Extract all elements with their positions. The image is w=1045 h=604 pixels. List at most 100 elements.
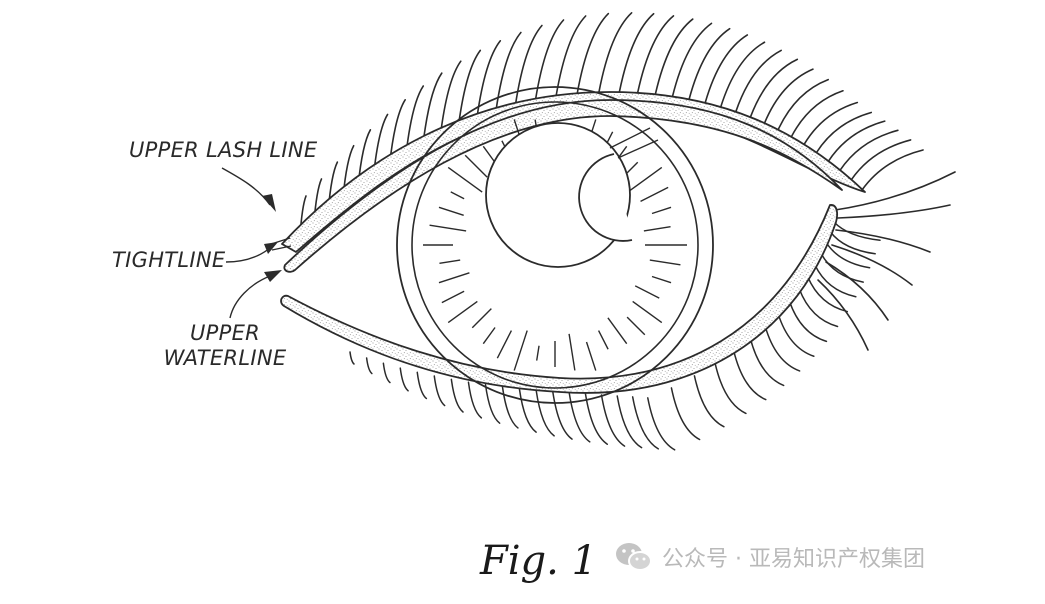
iris-ray	[450, 191, 465, 200]
lower-lash-strand	[616, 395, 643, 449]
upper-lash-strand	[555, 15, 587, 97]
figure-caption: Fig. 1	[480, 538, 598, 584]
iris-ray	[482, 145, 496, 163]
upper-lash-strand	[495, 31, 522, 112]
lower-lash-strand	[568, 392, 591, 443]
iris-ray	[626, 316, 646, 336]
lower-lash-strand	[733, 350, 767, 401]
iris-ray	[632, 300, 663, 324]
outer-corner-lashes	[817, 171, 956, 351]
upper-lash-strand	[618, 12, 655, 93]
iris-ray	[651, 206, 672, 215]
lower-lash-strand	[450, 378, 464, 413]
upper-lash-strand	[598, 12, 633, 93]
leader-upper-waterline-arrow	[264, 270, 282, 282]
lower-lash-strand	[798, 287, 839, 328]
lower-lash-strand	[647, 397, 676, 451]
corner-lash-strand	[817, 279, 869, 351]
lower-lash-strand	[467, 381, 483, 419]
iris-ray	[651, 275, 672, 284]
watermark: 公众号 · 亚易知识产权集团	[614, 537, 925, 577]
iris-ray	[640, 186, 669, 203]
upper-lash-strand	[803, 101, 859, 146]
wechat-icon	[616, 543, 652, 571]
label-tightline: TIGHTLINE	[112, 248, 226, 272]
iris-ray	[464, 154, 488, 178]
upper-lash-strand	[719, 41, 766, 108]
highlight-streaks	[609, 127, 659, 159]
lower-lash-strand	[714, 362, 747, 415]
upper-waterline-band	[283, 99, 843, 273]
iris-outer-ring	[396, 86, 714, 404]
upper-lash-strand	[839, 129, 899, 172]
iris-ray	[568, 333, 576, 371]
leader-upper-lash-line	[221, 167, 271, 206]
lower-lashes	[349, 221, 881, 451]
upper-lash-strand	[671, 22, 713, 98]
lower-lash-strand	[833, 221, 881, 242]
lower-lash-strand	[693, 375, 725, 428]
lower-lash-strand	[365, 357, 373, 375]
upper-lash-strand	[457, 49, 482, 126]
lower-lash-strand	[382, 362, 391, 384]
lower-lash-strand	[399, 367, 409, 392]
upper-lash-strand	[654, 18, 694, 96]
iris-ray	[438, 272, 470, 284]
lower-lash-strand	[749, 337, 785, 387]
upper-lash-strand	[688, 27, 731, 101]
upper-lash-strand	[636, 15, 675, 94]
iris-ray	[627, 166, 663, 193]
iris-ray	[447, 300, 478, 324]
lower-lash-strand	[501, 386, 519, 429]
lower-lash-strand	[349, 351, 355, 365]
upper-lash-strand	[576, 12, 610, 95]
label-upper-waterline: UPPER WATERLINE	[163, 321, 287, 371]
upper-lash-strand	[815, 111, 873, 154]
iris-ray	[607, 317, 628, 345]
lower-lash-strand	[806, 275, 849, 313]
corner-lash-strand	[837, 204, 951, 219]
upper-lash-strand	[850, 139, 912, 181]
lower-lash-strand	[788, 300, 828, 343]
lower-lash-strand	[825, 241, 871, 269]
lower-lash-strand	[535, 389, 555, 437]
lower-lash-strand	[829, 231, 876, 255]
lower-lash-strand	[433, 375, 446, 407]
corner-lash-strand	[831, 244, 913, 286]
iris-ray	[471, 308, 492, 329]
corner-lash-strand	[825, 261, 889, 321]
lower-lash-strand	[416, 371, 428, 400]
iris-inner-ring	[411, 101, 699, 389]
watermark-text: 公众号 · 亚易知识产权集团	[662, 547, 925, 572]
upper-lash-strand	[735, 49, 782, 113]
iris-ray	[439, 259, 461, 264]
label-upper-lash-line: UPPER LASH LINE	[129, 138, 318, 162]
leader-upper-waterline	[229, 275, 271, 319]
upper-lash-strand	[763, 68, 814, 124]
lower-lash-strand	[584, 393, 609, 445]
iris-ray	[585, 341, 597, 371]
corner-lash-strand	[835, 229, 931, 253]
upper-lash-strand	[514, 24, 543, 106]
upper-lash-strand	[704, 34, 749, 104]
upper-lash-strand	[749, 58, 799, 118]
upper-lash-strand	[422, 72, 443, 144]
lower-lash-strand	[820, 252, 864, 283]
iris-ray	[438, 206, 464, 217]
lower-lash-strand	[600, 394, 626, 447]
label-upper-waterline-line1: UPPER	[189, 321, 261, 345]
label-upper-waterline-line2: WATERLINE	[163, 346, 287, 370]
upper-lash-strand	[827, 120, 886, 162]
iris-ray	[597, 330, 609, 350]
iris-ray	[634, 285, 660, 299]
lower-lash-strand	[552, 390, 573, 440]
lower-lash-strand	[764, 325, 801, 372]
upper-lash-strand	[777, 78, 829, 131]
iris-ray	[441, 290, 465, 304]
lower-lash-strand	[484, 383, 501, 424]
iris-ray	[643, 226, 671, 232]
upper-lash-strand	[439, 60, 462, 135]
upper-lash-strand	[790, 89, 844, 138]
